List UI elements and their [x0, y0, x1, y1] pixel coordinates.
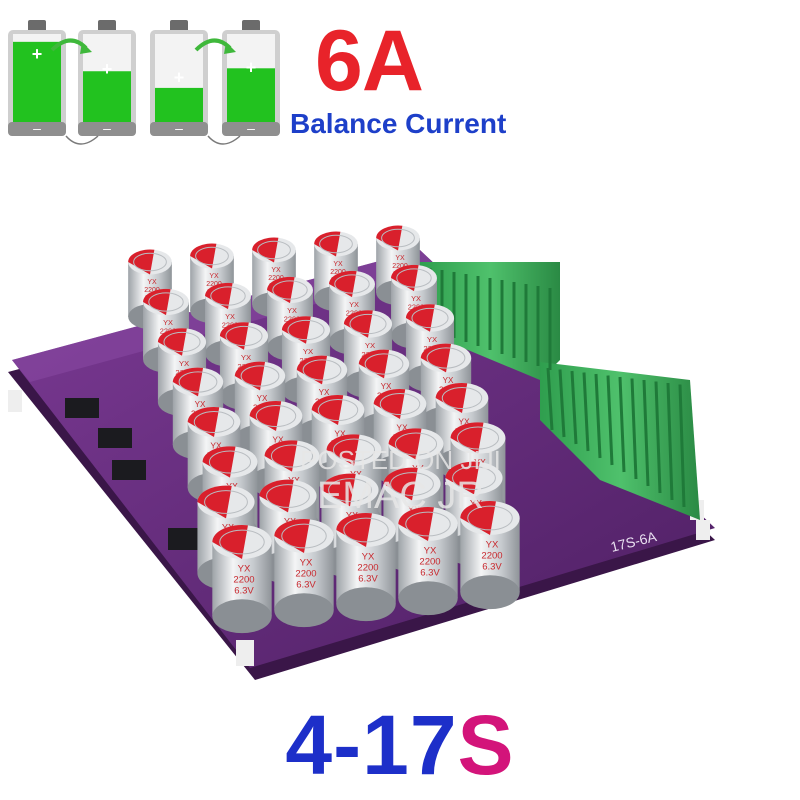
capacitor-marking: YX: [147, 279, 157, 286]
watermark: POSTED ON JIJI EMAC JR: [300, 445, 501, 517]
capacitor-marking: 6.3V: [296, 580, 316, 591]
cell-range-suffix: S: [457, 698, 515, 792]
capacitor-marking: YX: [333, 261, 343, 268]
terminal-ridge: [582, 372, 590, 452]
capacitor-marking: YX: [396, 422, 408, 432]
capacitor-marking: 6.3V: [358, 574, 378, 585]
svg-text:–: –: [103, 120, 111, 136]
capacitor-marking: YX: [424, 546, 437, 557]
battery-icon: +–: [150, 20, 208, 136]
capacitor-marking: 2200: [144, 287, 160, 294]
capacitor-marking: YX: [195, 400, 206, 409]
capacitor-marking: YX: [427, 335, 437, 344]
svg-text:+: +: [246, 58, 257, 78]
battery-icon: +–: [222, 20, 280, 136]
capacitor-marking: 6.3V: [482, 562, 502, 573]
standoff: [236, 640, 254, 666]
capacitor-marking: 2200: [206, 281, 222, 288]
capacitor-marking: YX: [300, 558, 313, 569]
capacitor-marking: YX: [225, 312, 235, 321]
capacitor-marking: YX: [395, 255, 405, 262]
watermark-line1: POSTED ON JIJI: [300, 445, 501, 475]
capacitor-marking: YX: [381, 382, 392, 391]
capacitor-marking: 2200: [392, 263, 408, 270]
capacitor-marking: 2200: [357, 563, 378, 574]
battery-icon: +–: [78, 20, 136, 136]
capacitor-marking: YX: [303, 347, 313, 356]
ic-chip: [168, 528, 202, 550]
cell-range-number: 4-17: [285, 698, 458, 792]
capacitor-marking: YX: [287, 306, 297, 315]
capacitor-marking: YX: [272, 434, 284, 444]
balance-current-value: 6A: [315, 13, 424, 109]
capacitor-marking: YX: [238, 564, 251, 575]
wire-link: [65, 135, 99, 145]
terminal-ridge: [606, 375, 614, 466]
capacitor-marking: YX: [411, 294, 421, 303]
capacitor-marking: YX: [365, 341, 375, 350]
capacitor-marking: 2200: [233, 575, 254, 586]
terminal-ridge: [654, 381, 662, 494]
capacitor-marking: 2200: [481, 551, 502, 562]
svg-text:+: +: [102, 59, 113, 79]
standoff: [696, 520, 710, 540]
capacitor-marking: 2200: [419, 557, 440, 568]
svg-text:–: –: [175, 120, 183, 136]
capacitor-marking: 2200: [268, 275, 284, 282]
terminal-ridge: [558, 369, 566, 438]
ic-chip: [112, 460, 146, 480]
standoff: [8, 390, 22, 412]
svg-text:–: –: [33, 120, 41, 136]
terminal-ridge: [594, 373, 602, 459]
capacitor-marking: 6.3V: [420, 568, 440, 579]
ic-chip: [65, 398, 99, 418]
capacitor-marking: YX: [458, 416, 470, 426]
terminal-ridge: [570, 370, 578, 445]
transfer-arrow-icon: [194, 38, 236, 54]
capacitor-marking: YX: [257, 394, 268, 403]
terminal-ridge: [618, 376, 626, 473]
wire-link: [207, 135, 241, 145]
capacitor-marking: YX: [163, 318, 173, 327]
svg-text:+: +: [32, 44, 43, 64]
terminal-ridge: [666, 382, 674, 501]
capacitor-marking: YX: [362, 552, 375, 563]
capacitor-marking: YX: [271, 267, 281, 274]
capacitor-marking: YX: [179, 359, 189, 368]
capacitor-marking: 6.3V: [234, 586, 254, 597]
capacitor-marking: YX: [241, 353, 251, 362]
terminal-ridge: [546, 367, 554, 431]
svg-text:–: –: [247, 120, 255, 136]
capacitor-marking: 2200: [330, 269, 346, 276]
transfer-arrow-icon: [50, 38, 92, 54]
terminal-ridge: [642, 379, 650, 487]
capacitor-marking: YX: [209, 273, 219, 280]
svg-text:+: +: [174, 68, 185, 88]
watermark-line2: EMAC JR: [317, 475, 484, 517]
cell-range-label: 4-17S: [0, 700, 800, 790]
capacitor-marking: YX: [443, 376, 454, 385]
terminal-ridge: [630, 378, 638, 480]
terminal-ridge: [678, 384, 686, 508]
ic-chip: [98, 428, 132, 448]
balance-current-label: Balance Current: [290, 108, 507, 139]
capacitor-marking: YX: [210, 440, 222, 450]
capacitor-marking: YX: [319, 388, 330, 397]
capacitor-marking: YX: [486, 540, 499, 551]
battery-balance-icons: +–+–+–+–: [8, 20, 280, 145]
capacitor-marking: YX: [334, 428, 346, 438]
capacitor-marking: 2200: [295, 569, 316, 580]
capacitor-marking: YX: [349, 300, 359, 309]
